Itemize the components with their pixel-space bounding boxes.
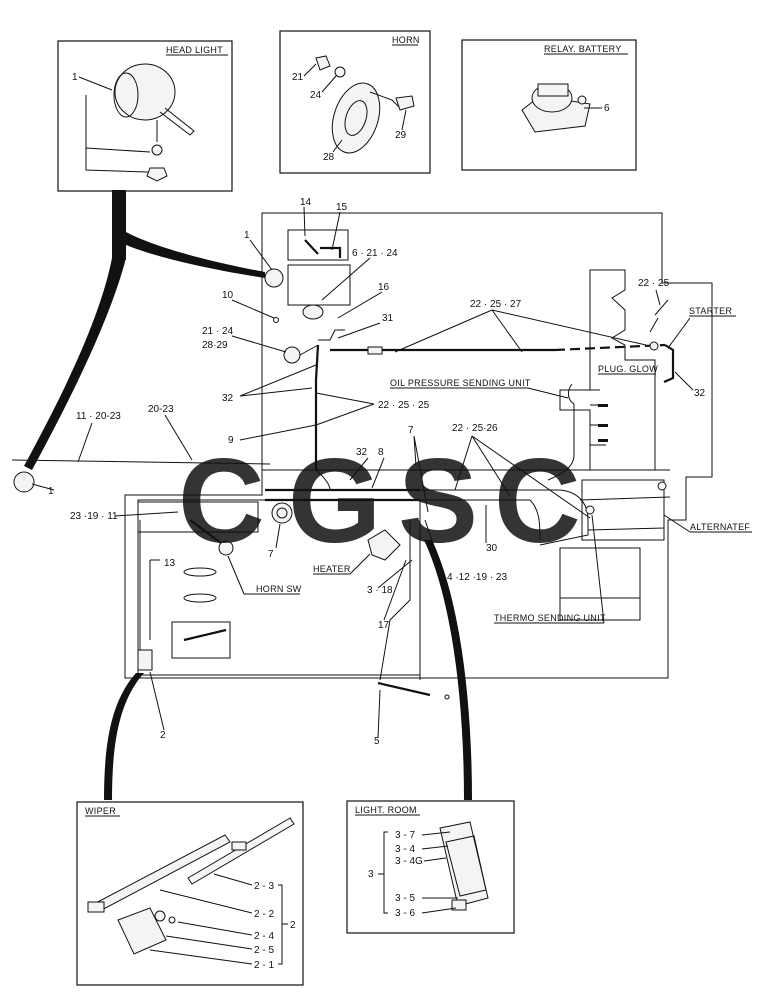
- watermark-letter-3: S: [398, 434, 478, 568]
- callout-lr-3-7: 3 - 7: [395, 830, 415, 841]
- callout-28-29: 28·29: [202, 340, 228, 351]
- wiper-blade-icon: [187, 817, 295, 885]
- callout-14: 14: [300, 197, 312, 208]
- watermark-letter-4: C: [494, 434, 581, 568]
- callout-10: 10: [222, 290, 234, 301]
- callout-3-18: 3 · 18: [367, 585, 393, 596]
- head-light-lamp-icon: [114, 63, 176, 121]
- callout-hl-1: 1: [72, 72, 78, 83]
- horn-switch-icon: [218, 540, 234, 556]
- callout-w-2-1: 2 - 1: [254, 960, 274, 971]
- heater-label: HEATER: [313, 564, 351, 574]
- callout-w-2-4: 2 - 4: [254, 931, 274, 942]
- starter-icon: [649, 341, 659, 351]
- starter-label: STARTER: [689, 306, 732, 316]
- callout-22-25-27: 22 · 25 · 27: [470, 299, 522, 310]
- callout-32-right: 32: [694, 388, 706, 399]
- callout-2: 2: [160, 730, 166, 741]
- alternator-icon: [657, 481, 667, 491]
- callout-6-21-24: 6 · 21 · 24: [352, 248, 398, 259]
- callout-32-mid: 32: [356, 447, 368, 458]
- light-room-title: LIGHT. ROOM: [355, 805, 417, 815]
- wiper-title: WIPER: [85, 806, 116, 816]
- callout-w-2-3: 2 - 3: [254, 881, 274, 892]
- leader-swooshes: [24, 190, 472, 800]
- watermark-letter-1: C: [178, 434, 265, 568]
- callout-30: 30: [486, 543, 498, 554]
- callout-13: 13: [164, 558, 176, 569]
- callout-horn-29: 29: [395, 130, 407, 141]
- callout-22-25-25: 22 · 25 · 25: [378, 400, 430, 411]
- relay-battery-title: RELAY. BATTERY: [544, 44, 622, 54]
- wiper-motor-detail-icon: [117, 907, 167, 955]
- callout-7: 7: [268, 549, 274, 560]
- callout-4-12-19-23: 4 ·12 ·19 · 23: [447, 572, 507, 583]
- plug-glow-label: PLUG. GLOW: [598, 364, 658, 374]
- callout-relay-6: 6: [604, 103, 610, 114]
- horn-panel: HORN 21 24 29 28: [279, 30, 431, 174]
- callout-w-2-2: 2 - 2: [254, 909, 274, 920]
- callout-lr-3-5: 3 - 5: [395, 893, 415, 904]
- callout-lr-3: 3: [368, 869, 374, 880]
- callout-horn-28: 28: [323, 152, 335, 163]
- oil-pressure-label: OIL PRESSURE SENDING UNIT: [390, 378, 531, 388]
- callout-5: 5: [374, 736, 380, 747]
- watermark-letter-2: G: [288, 434, 381, 568]
- callout-lr-3-6: 3 - 6: [395, 908, 415, 919]
- head-light-title: HEAD LIGHT: [166, 45, 223, 55]
- callout-horn-24: 24: [310, 90, 322, 101]
- callout-11-20-23: 11 · 20-23: [76, 411, 121, 422]
- callout-22-25-top: 22 · 25: [638, 278, 670, 289]
- callout-17: 17: [378, 620, 390, 631]
- gauge-7-icon: [271, 502, 293, 524]
- callout-20-23: 20-23: [148, 404, 174, 415]
- callout-31: 31: [382, 313, 394, 324]
- component-labels: STARTER PLUG. GLOW OIL PRESSURE SENDING …: [227, 306, 752, 624]
- callout-1-left: 1: [48, 486, 54, 497]
- callout-23-19-11: 23 ·19 · 11: [70, 511, 118, 522]
- wiper-motor-icon: [137, 649, 153, 671]
- callout-8: 8: [378, 447, 384, 458]
- callout-15: 15: [336, 202, 348, 213]
- callout-9: 9: [228, 435, 234, 446]
- left-head-light-icon: [13, 471, 35, 493]
- horn-symbol-icon: [283, 346, 301, 364]
- watermark: C G S C: [178, 434, 581, 568]
- headlight-symbol-icon: [264, 268, 284, 288]
- horn-icon: [331, 82, 381, 154]
- callout-w-2: 2: [290, 920, 296, 931]
- callout-7-top: 7: [408, 425, 414, 436]
- head-light-panel: HEAD LIGHT 1: [57, 40, 233, 192]
- relay-icon: [302, 304, 324, 320]
- horn-title: HORN: [392, 35, 420, 45]
- light-room-panel: LIGHT. ROOM 3 - 7 3 - 4 3 - 4G 3 3 - 5 3…: [346, 800, 515, 934]
- callout-21-24: 21 · 24: [202, 326, 234, 337]
- callout-lr-3-4g: 3 - 4G: [395, 856, 423, 867]
- callout-horn-21: 21: [292, 72, 304, 83]
- wiper-panel: WIPER 2 - 3 2 - 2 2 2 - 4 2 - 5 2 - 1: [76, 801, 304, 986]
- schematic-main: [11, 229, 675, 700]
- thermo-label: THERMO SENDING UNIT: [494, 613, 606, 623]
- callout-1-top: 1: [244, 230, 250, 241]
- alternator-label: ALTERNATEF: [690, 522, 750, 532]
- relay-battery-panel: RELAY. BATTERY 6: [461, 39, 637, 171]
- room-light-icon: [439, 821, 489, 907]
- callout-w-2-5: 2 - 5: [254, 945, 274, 956]
- callout-16: 16: [378, 282, 390, 293]
- machine-outline: [124, 212, 713, 679]
- horn-sw-label: HORN SW: [256, 584, 302, 594]
- callout-22-25-26: 22 · 25·26: [452, 423, 498, 434]
- thermo-sending-icon: [585, 505, 595, 515]
- callout-lr-3-4: 3 - 4: [395, 844, 415, 855]
- main-callouts: 14 15 1 6 · 21 · 24 16 10 31 21 · 24 28·…: [31, 197, 706, 747]
- heater-icon: [367, 529, 401, 561]
- callout-32-left: 32: [222, 393, 234, 404]
